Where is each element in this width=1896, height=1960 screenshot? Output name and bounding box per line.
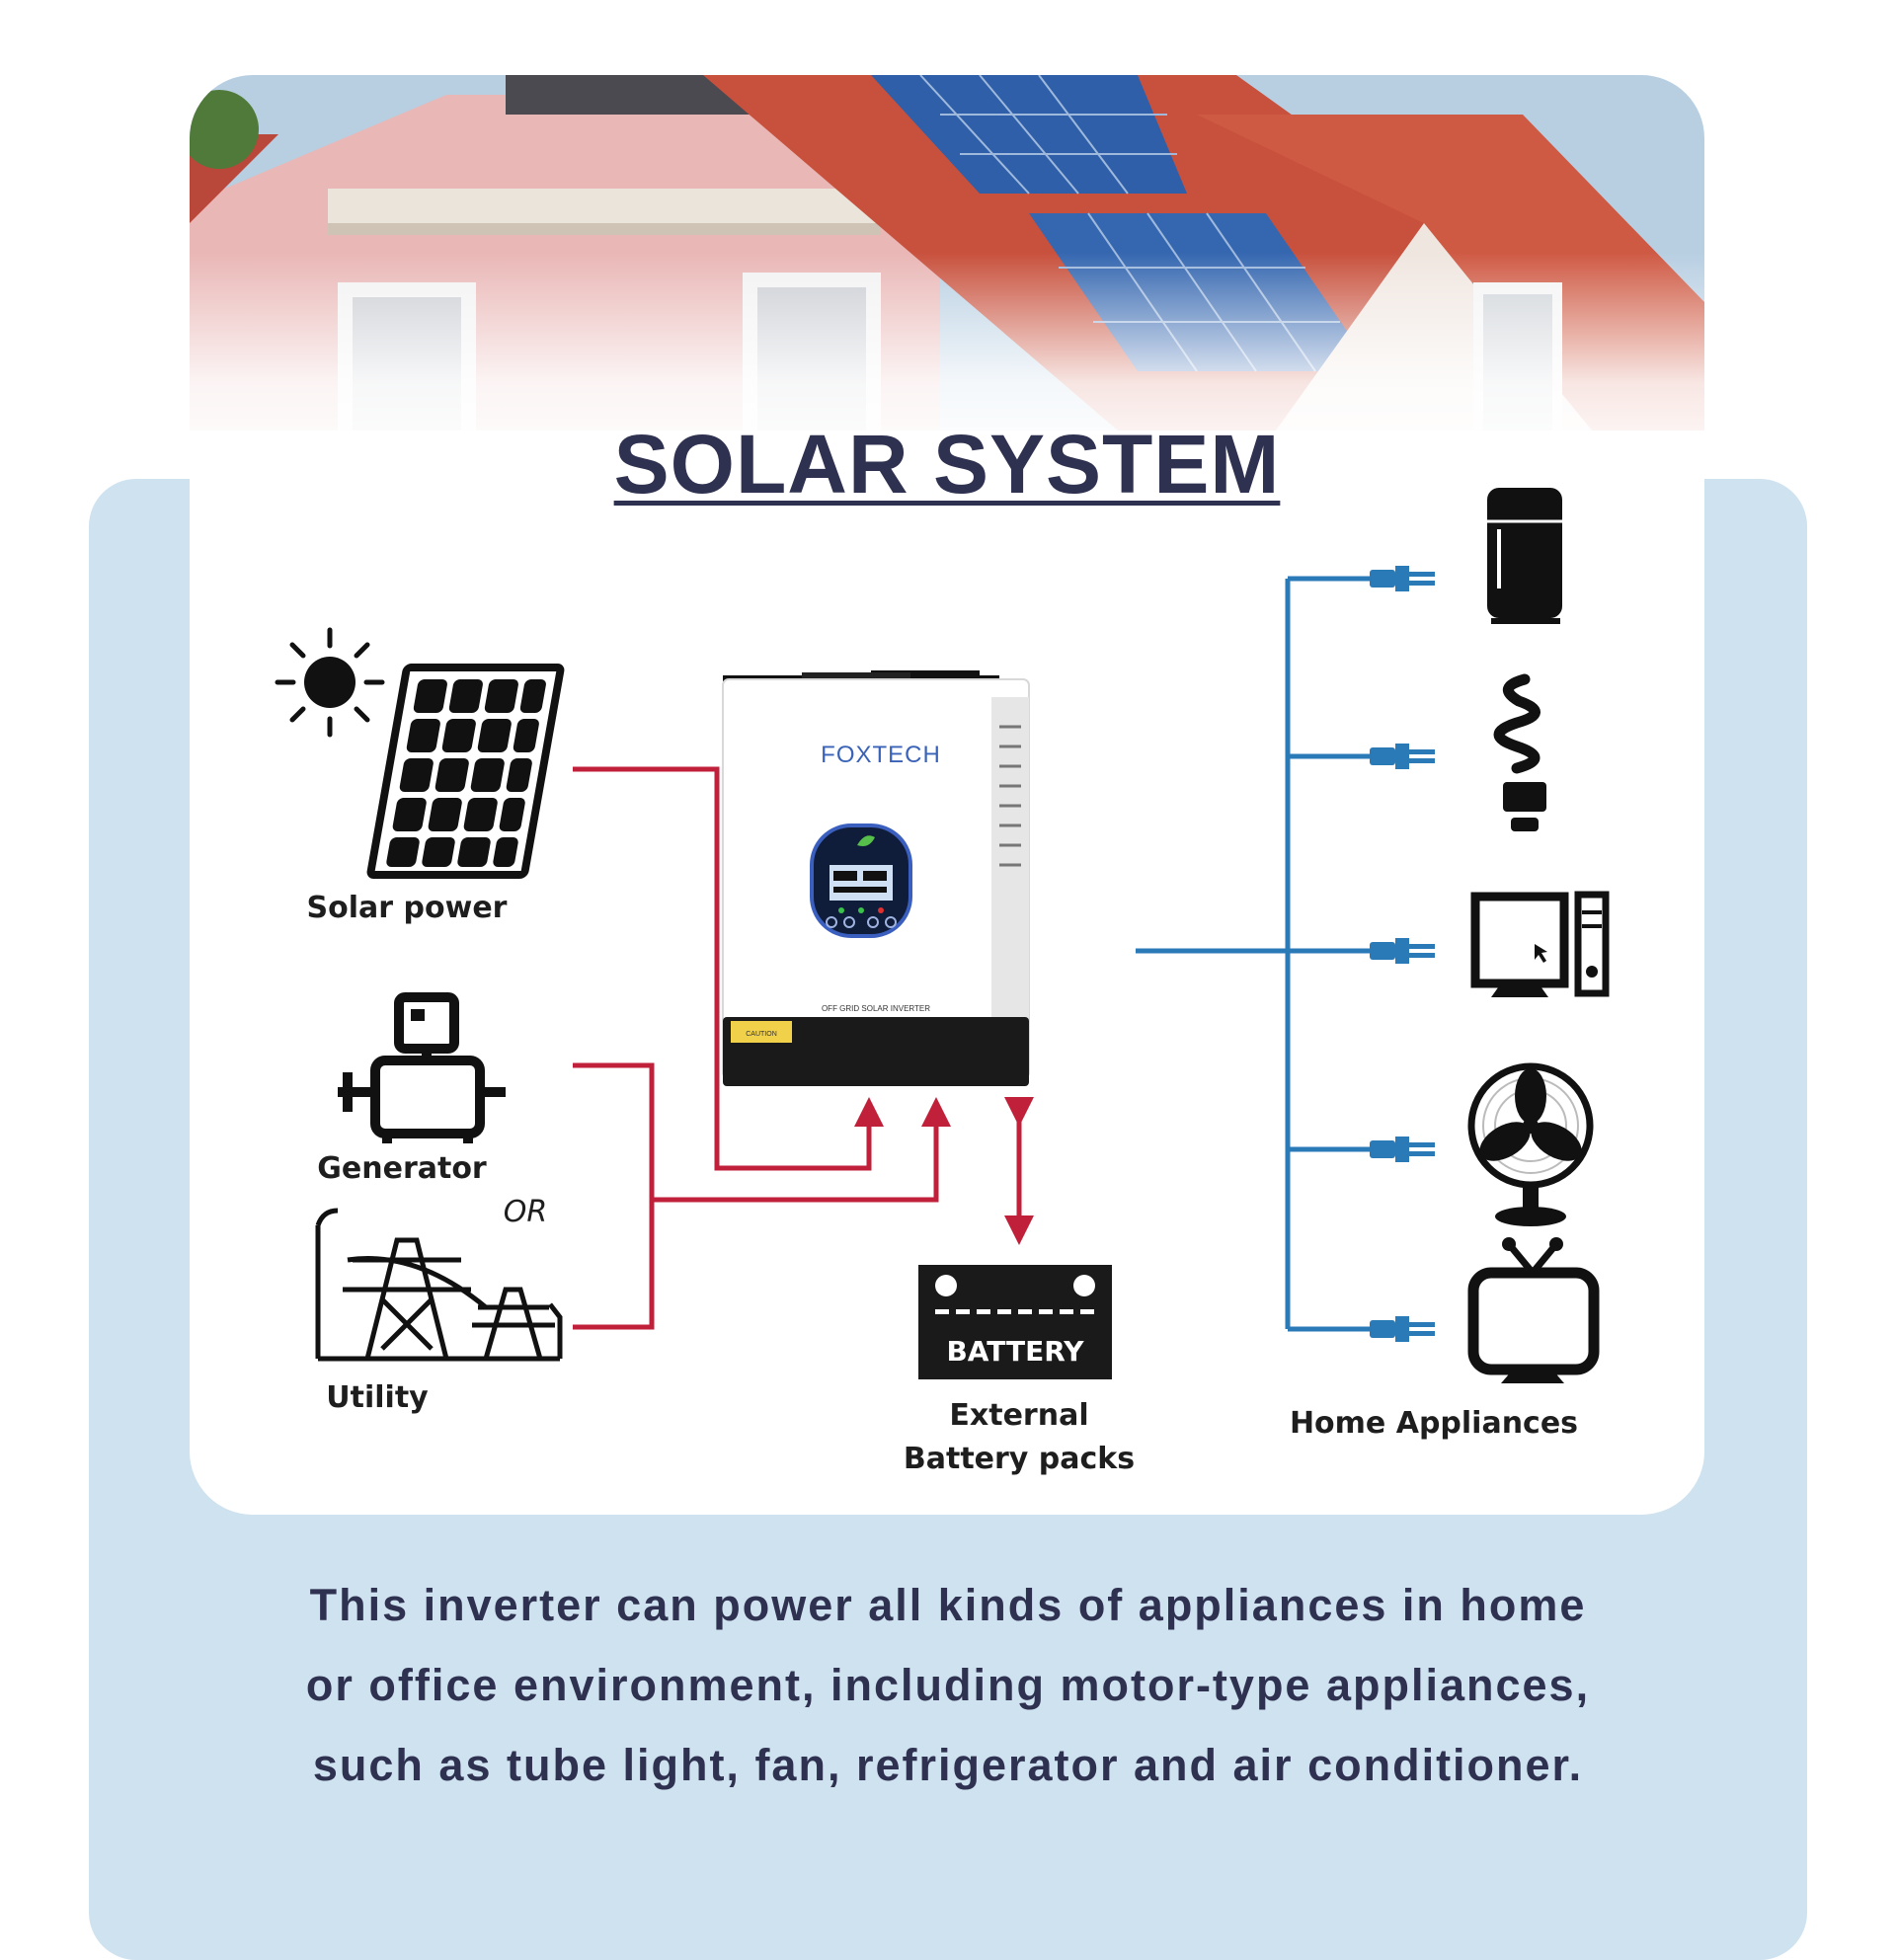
utility-label: Utility: [326, 1380, 429, 1415]
inverter-brand: FOXTECH: [821, 742, 941, 768]
description-line-1: This inverter can power all kinds of app…: [309, 1580, 1587, 1630]
description-line-3: such as tube light, fan, refrigerator an…: [312, 1740, 1584, 1790]
external-battery-label-line2: Battery packs: [903, 1442, 1136, 1476]
refrigerator-icon: [1487, 488, 1562, 624]
description-text: This inverter can power all kinds of app…: [217, 1565, 1679, 1805]
description-line-2: or office environment, including motor-t…: [305, 1660, 1591, 1710]
inverter-unit: FOXTECH OFF GRID SOLAR INVERTER CAUTION: [722, 670, 1030, 1086]
diagram-card: SOLAR SYSTEM: [190, 75, 1704, 1515]
utility-pylon-icon: [315, 1208, 563, 1362]
computer-icon: [1470, 891, 1610, 997]
light-bulb-icon: [1493, 673, 1546, 831]
battery-icon: BATTERY: [918, 1265, 1112, 1379]
solar-panel-icon: [366, 664, 565, 879]
or-label: OR: [503, 1195, 548, 1229]
generator-icon: [338, 992, 506, 1143]
photo-fade: [190, 253, 1704, 470]
plug-icons: [1370, 566, 1435, 1342]
page-title: SOLAR SYSTEM: [613, 418, 1281, 510]
sun-icon: [275, 627, 385, 738]
tv-icon: [1467, 1237, 1600, 1383]
input-wires: [573, 766, 1034, 1330]
inverter-warning-label: CAUTION: [746, 1031, 777, 1038]
external-battery-label-line1: External: [949, 1398, 1089, 1433]
inverter-model-text: OFF GRID SOLAR INVERTER: [822, 1004, 930, 1013]
battery-icon-label: BATTERY: [946, 1335, 1084, 1368]
generator-label: Generator: [317, 1151, 487, 1186]
solar-power-label: Solar power: [306, 891, 508, 925]
output-wires: [1136, 576, 1370, 1332]
solar-system-diagram: FOXTECH OFF GRID SOLAR INVERTER CAUTION …: [275, 488, 1610, 1383]
fan-icon: [1467, 1062, 1594, 1226]
home-appliances-label: Home Appliances: [1289, 1406, 1579, 1441]
